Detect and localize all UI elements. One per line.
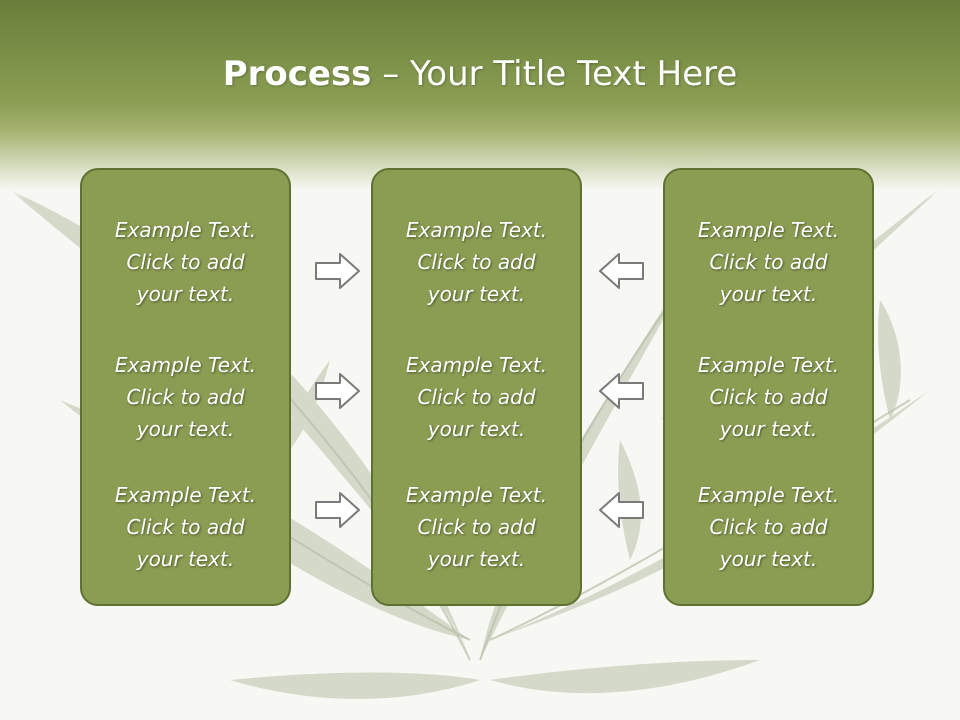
right-panel-item-2[interactable]: Example Text. Click to add your text.: [665, 349, 872, 445]
middle-panel[interactable]: Example Text. Click to add your text. Ex…: [371, 168, 582, 606]
left-arrow-icon[interactable]: [597, 371, 645, 411]
middle-panel-item-3[interactable]: Example Text. Click to add your text.: [373, 479, 580, 575]
middle-panel-item-1[interactable]: Example Text. Click to add your text.: [373, 214, 580, 310]
left-panel-item-2[interactable]: Example Text. Click to add your text.: [82, 349, 289, 445]
item-line-2: Click to add: [417, 515, 536, 539]
item-line-3: your text.: [427, 417, 526, 441]
right-panel-item-1[interactable]: Example Text. Click to add your text.: [665, 214, 872, 310]
title-bold-text: Process: [222, 54, 372, 94]
left-arrow-icon[interactable]: [597, 490, 645, 530]
item-line-2: Click to add: [709, 250, 828, 274]
header-band: [0, 0, 960, 200]
item-line-1: Example Text.: [697, 353, 840, 377]
item-line-2: Click to add: [417, 385, 536, 409]
item-line-2: Click to add: [709, 515, 828, 539]
item-line-1: Example Text.: [405, 353, 548, 377]
item-line-3: your text.: [719, 547, 818, 571]
item-line-3: your text.: [136, 547, 235, 571]
item-line-3: your text.: [136, 282, 235, 306]
middle-panel-item-2[interactable]: Example Text. Click to add your text.: [373, 349, 580, 445]
item-line-1: Example Text.: [405, 218, 548, 242]
item-line-3: your text.: [427, 282, 526, 306]
right-arrow-icon[interactable]: [314, 490, 362, 530]
item-line-2: Click to add: [126, 515, 245, 539]
left-arrow-icon[interactable]: [597, 251, 645, 291]
item-line-1: Example Text.: [697, 218, 840, 242]
item-line-2: Click to add: [417, 250, 536, 274]
item-line-1: Example Text.: [114, 218, 257, 242]
item-line-1: Example Text.: [114, 483, 257, 507]
right-arrow-icon[interactable]: [314, 371, 362, 411]
title-rest-text: – Your Title Text Here: [371, 54, 738, 94]
left-panel[interactable]: Example Text. Click to add your text. Ex…: [80, 168, 291, 606]
right-arrow-icon[interactable]: [314, 251, 362, 291]
item-line-3: your text.: [719, 417, 818, 441]
left-panel-item-1[interactable]: Example Text. Click to add your text.: [82, 214, 289, 310]
item-line-3: your text.: [427, 547, 526, 571]
item-line-1: Example Text.: [405, 483, 548, 507]
right-panel-item-3[interactable]: Example Text. Click to add your text.: [665, 479, 872, 575]
left-panel-item-3[interactable]: Example Text. Click to add your text.: [82, 479, 289, 575]
slide-title[interactable]: Process – Your Title Text Here: [0, 52, 960, 96]
item-line-3: your text.: [719, 282, 818, 306]
item-line-2: Click to add: [709, 385, 828, 409]
item-line-2: Click to add: [126, 250, 245, 274]
item-line-3: your text.: [136, 417, 235, 441]
item-line-1: Example Text.: [114, 353, 257, 377]
right-panel[interactable]: Example Text. Click to add your text. Ex…: [663, 168, 874, 606]
item-line-2: Click to add: [126, 385, 245, 409]
item-line-1: Example Text.: [697, 483, 840, 507]
